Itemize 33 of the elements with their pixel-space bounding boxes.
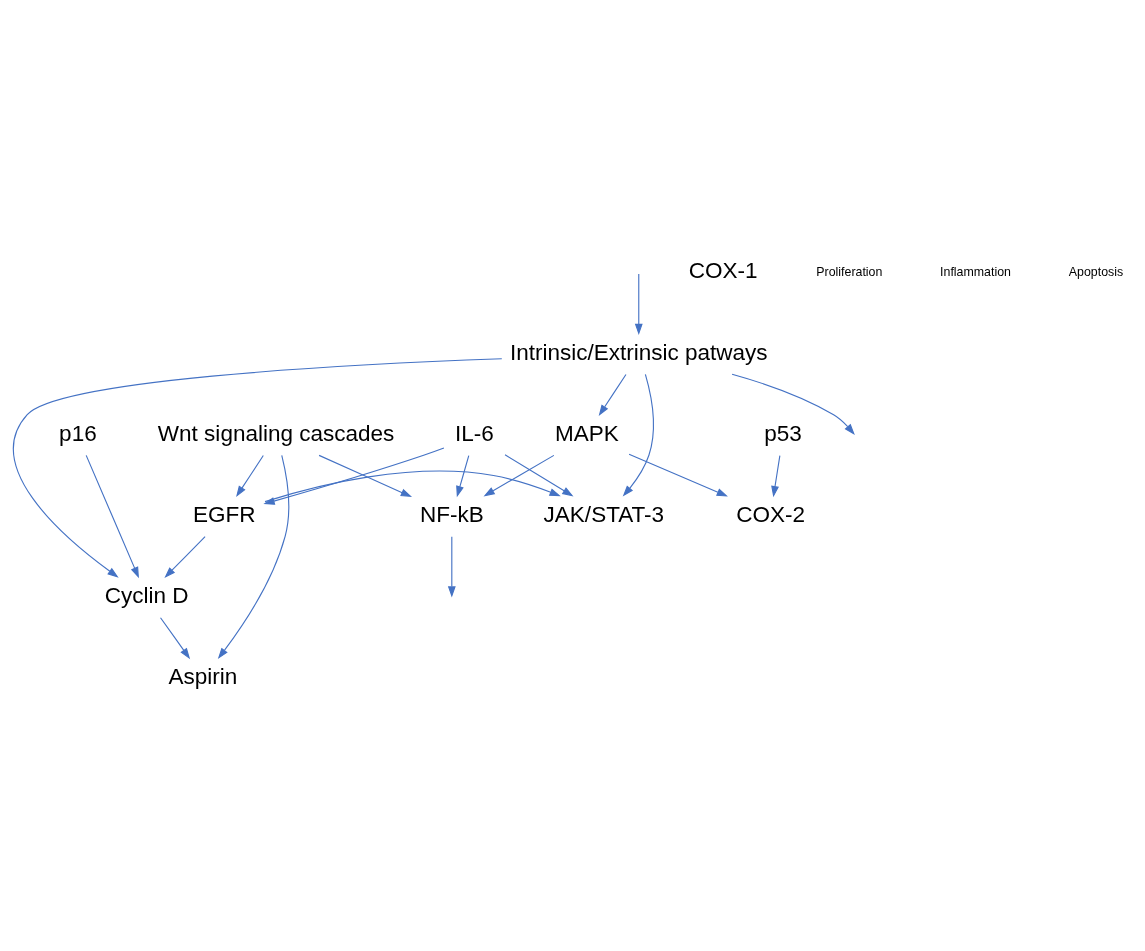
node-text: EGFR	[193, 501, 256, 527]
node-text: COX-1	[688, 258, 758, 284]
label: Inflammation	[940, 264, 1011, 279]
arrow	[456, 455, 470, 498]
node-text: IL-6	[454, 420, 494, 446]
arrow	[731, 373, 855, 435]
arrow	[217, 454, 290, 659]
arrow	[504, 454, 574, 497]
label: Apoptosis	[1068, 264, 1124, 279]
arrow	[628, 453, 728, 497]
node-text: JAK/STAT-3	[543, 501, 665, 527]
node-text: Wnt signaling cascades	[157, 420, 395, 446]
arrow	[236, 455, 264, 498]
arrow	[598, 373, 627, 416]
arrow	[447, 536, 456, 598]
node-text: NF-kB	[419, 501, 484, 527]
label: Proliferation	[816, 264, 883, 279]
arrow	[771, 455, 781, 498]
node-text: MAPK	[555, 420, 619, 446]
arrow	[85, 454, 139, 579]
arrow	[159, 617, 191, 660]
arrow	[318, 454, 413, 498]
arrow	[483, 454, 555, 497]
arrow	[622, 373, 654, 497]
node-text: Intrinsic/Extrinsic patways	[509, 339, 768, 365]
node-text: p53	[764, 420, 802, 446]
arrow	[634, 273, 643, 336]
node-text: COX-2	[736, 501, 805, 527]
node-text: Cyclin D	[104, 582, 189, 608]
node-text: p16	[59, 420, 97, 446]
arrow	[13, 358, 503, 578]
arrow	[164, 536, 206, 578]
node-text: Aspirin	[168, 663, 238, 689]
